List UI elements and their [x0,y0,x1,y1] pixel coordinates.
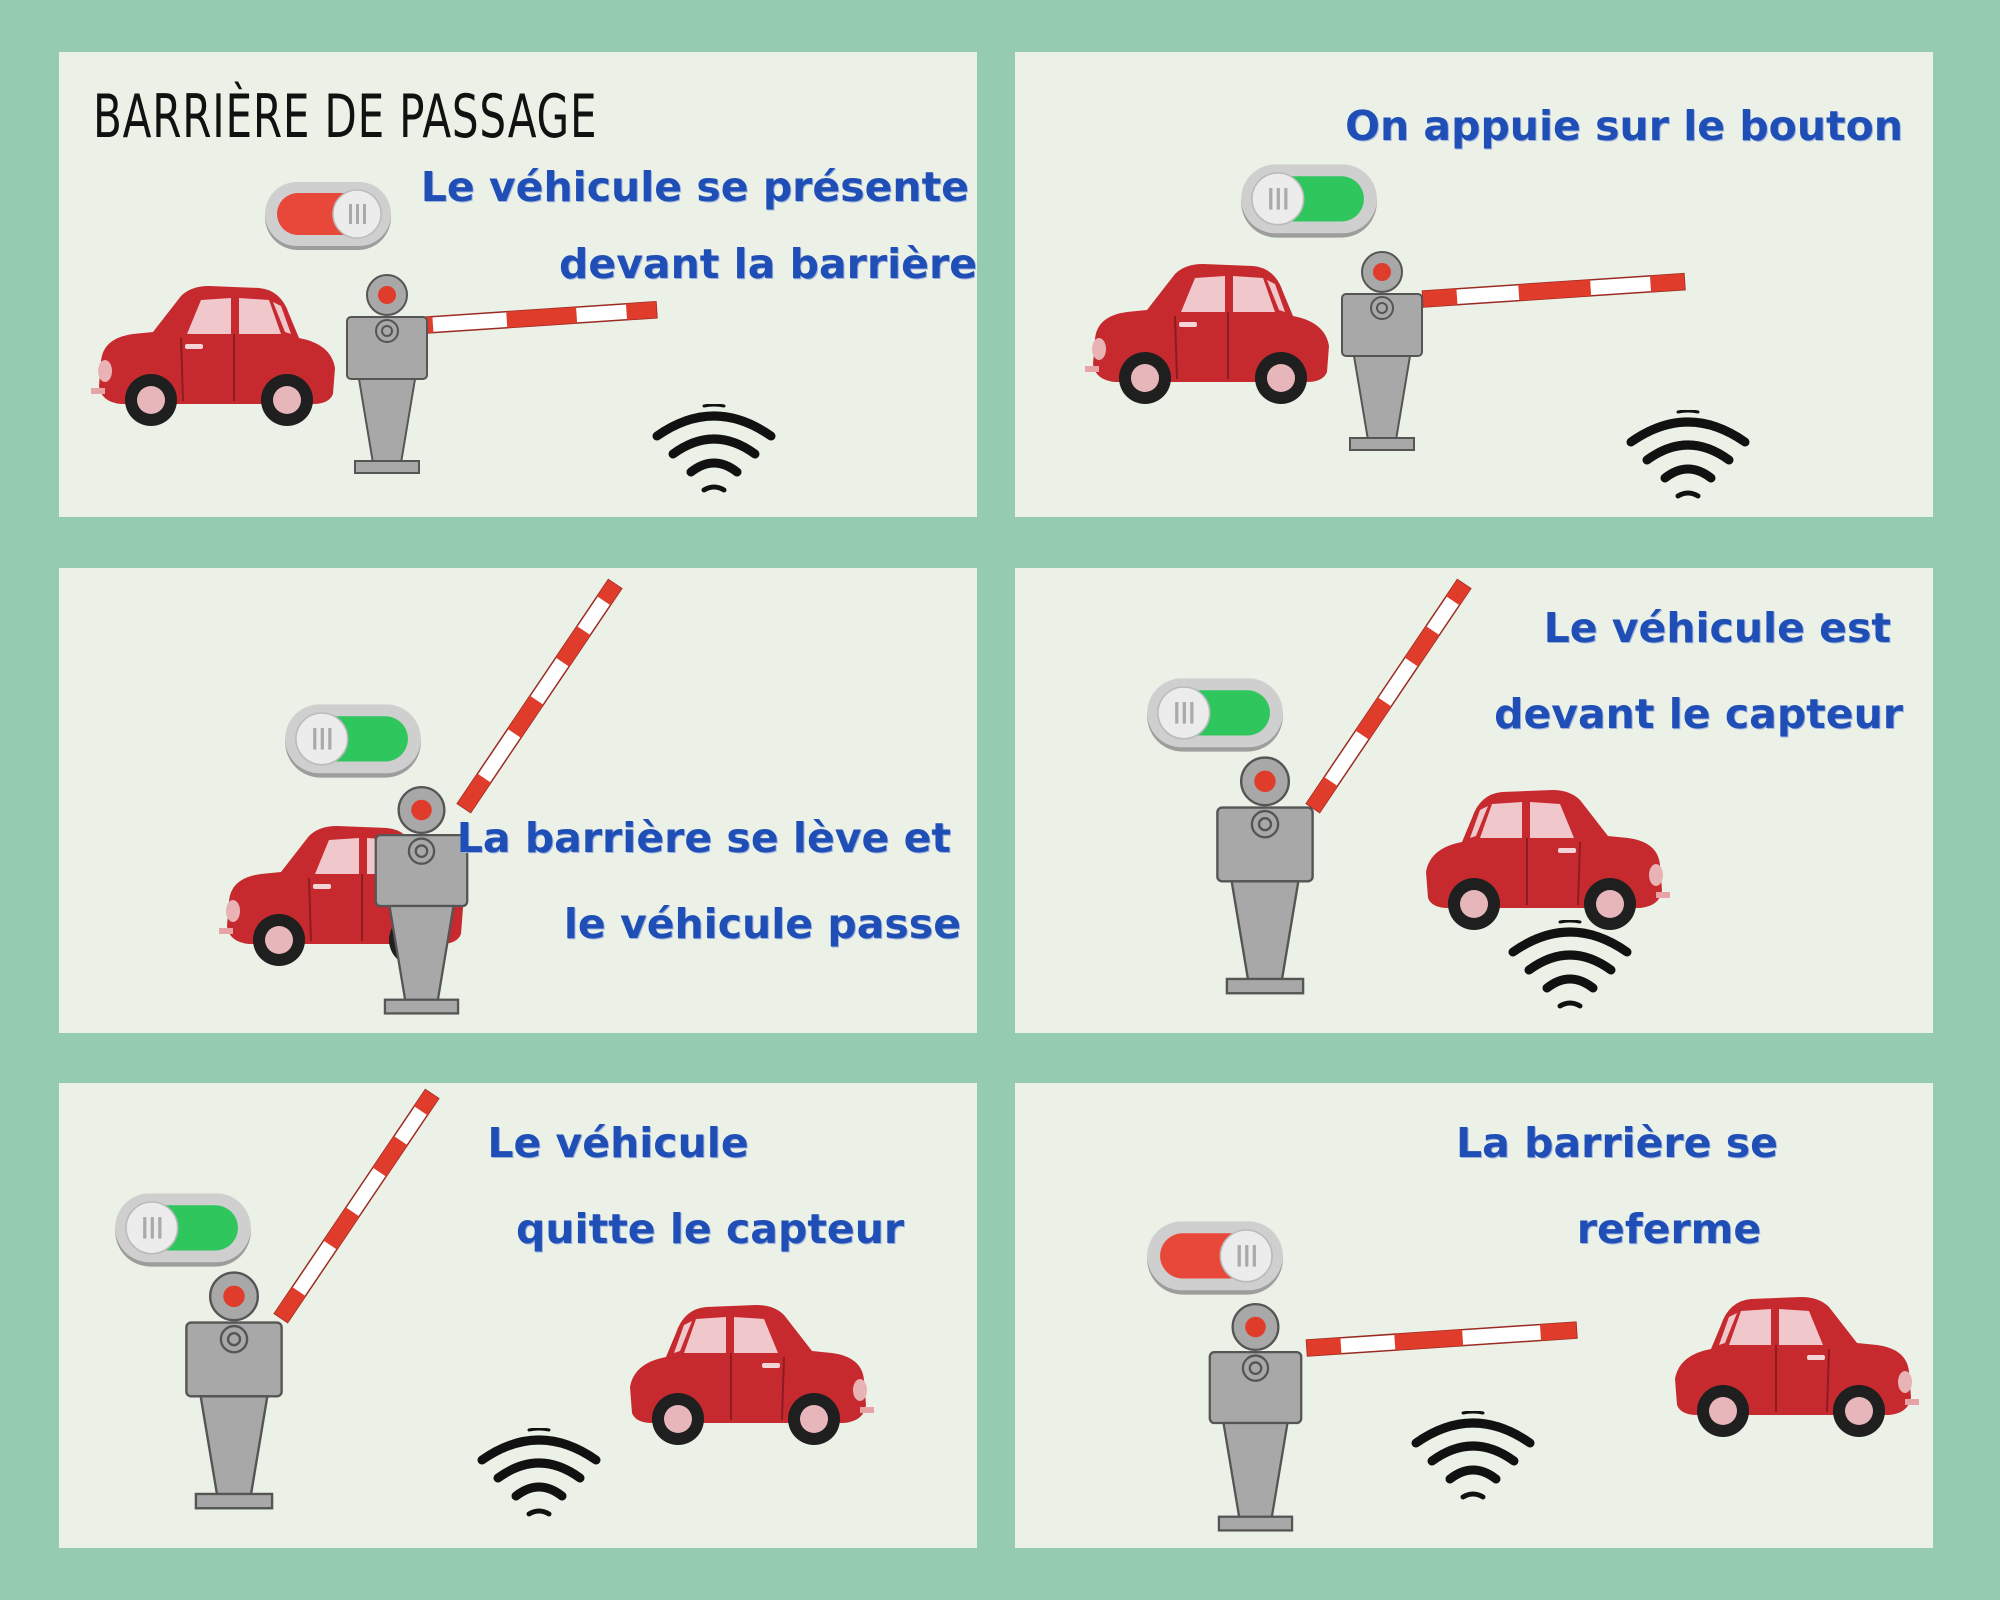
wifi-signal-icon [1416,1412,1530,1497]
panel-step-6: La barrière se referme [1015,1083,1933,1548]
switch-on-icon [284,703,422,779]
car [1085,263,1330,404]
barrier-arm [1305,1321,1578,1357]
barrier-post [1341,251,1423,451]
car [630,1305,874,1445]
panel-step-2: On appuie sur le bouton [1015,52,1933,517]
panel-step-4: Le véhicule est devant le capteur [1015,568,1933,1033]
barrier-arm [1421,272,1686,308]
barrier-arm [456,578,623,814]
wifi-signal-icon [1631,411,1745,496]
barrier-post [374,785,469,1015]
barrier-arm [395,300,658,336]
caption-line-1: Le véhicule est [1543,604,1891,652]
barrier-post [1216,756,1314,995]
car [91,285,336,426]
barrier-post [1208,1302,1303,1532]
switch-off-icon [1146,1220,1284,1296]
panel-2-illustration [1085,163,1933,517]
panel-3-illustration [219,578,623,1015]
barrier-post [346,274,428,474]
panel-1-illustration [91,181,977,517]
barrier-post [185,1271,283,1510]
caption-line-2: devant la barrière [559,240,977,288]
panel-5-illustration [114,1088,977,1548]
page-title: BARRIÈRE DE PASSAGE [93,82,598,152]
caption-line-2: le véhicule passe [563,900,961,948]
panel-6-illustration [1146,1220,1933,1532]
wifi-signal-icon [657,405,771,490]
car [1675,1297,1919,1437]
wifi-signal-icon [1513,921,1627,1006]
switch-on-icon [114,1192,252,1268]
caption-line-2: quitte le capteur [516,1205,905,1253]
wifi-signal-icon [482,1429,596,1514]
panel-step-5: Le véhicule quitte le capteur [59,1083,977,1548]
caption-line-1: Le véhicule [487,1119,749,1167]
caption-line-1: Le véhicule se présente [420,163,969,211]
caption-line-2: referme [1576,1205,1762,1253]
switch-on-icon [1146,677,1284,753]
caption-line-1: La barrière se [1456,1119,1778,1167]
panel-4-illustration [1146,578,1933,1033]
barrier-arm [273,1088,440,1324]
switch-off-icon [264,181,392,251]
switch-on-icon [1240,163,1378,239]
panel-step-1: BARRIÈRE DE PASSAGE Le véhicule se prése… [59,52,977,517]
barrier-arm [1305,578,1472,814]
caption-line-2: devant le capteur [1494,690,1903,738]
car [1426,790,1670,930]
caption-line-1: La barrière se lève et [456,814,951,862]
panel-step-3: La barrière se lève et le véhicule passe [59,568,977,1033]
caption-line-1: On appuie sur le bouton [1345,102,1903,150]
